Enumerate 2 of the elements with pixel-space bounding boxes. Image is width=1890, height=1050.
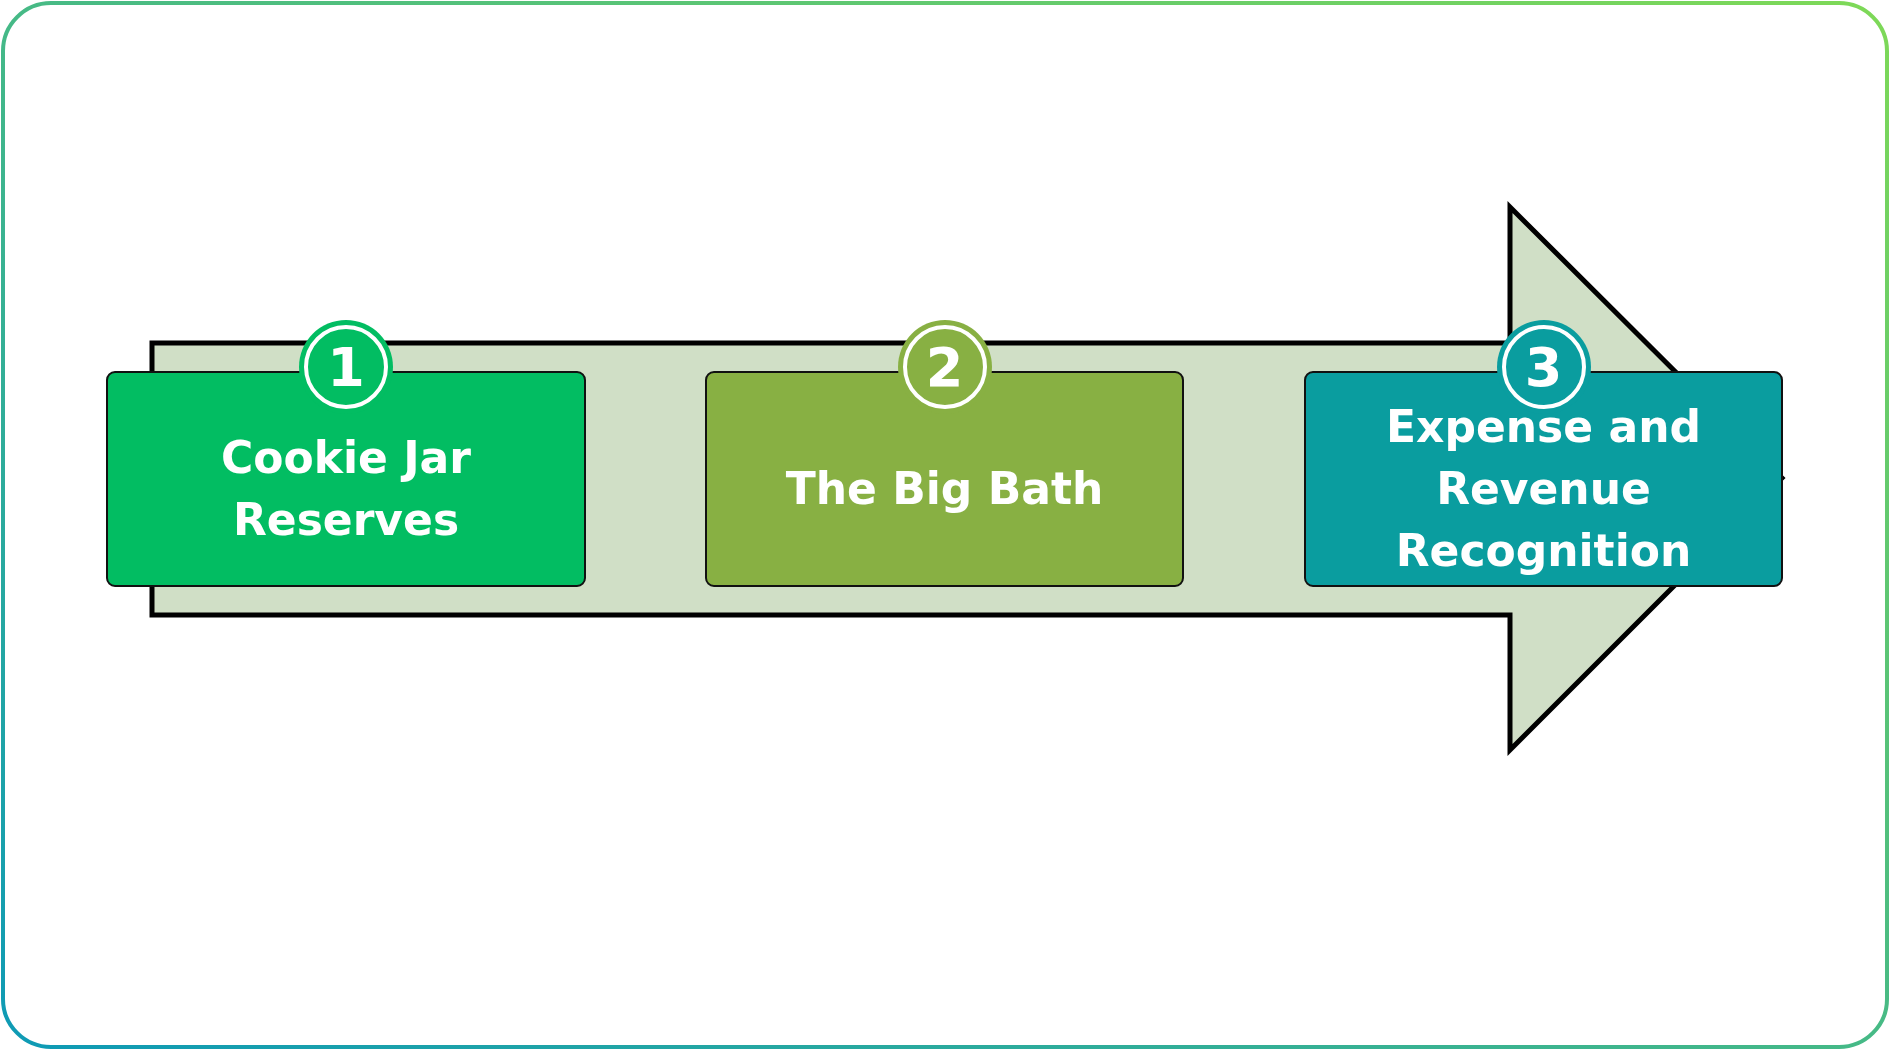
step-title: The Big Bath xyxy=(785,462,1104,516)
step-title: Cookie Jar Reserves xyxy=(220,431,472,547)
